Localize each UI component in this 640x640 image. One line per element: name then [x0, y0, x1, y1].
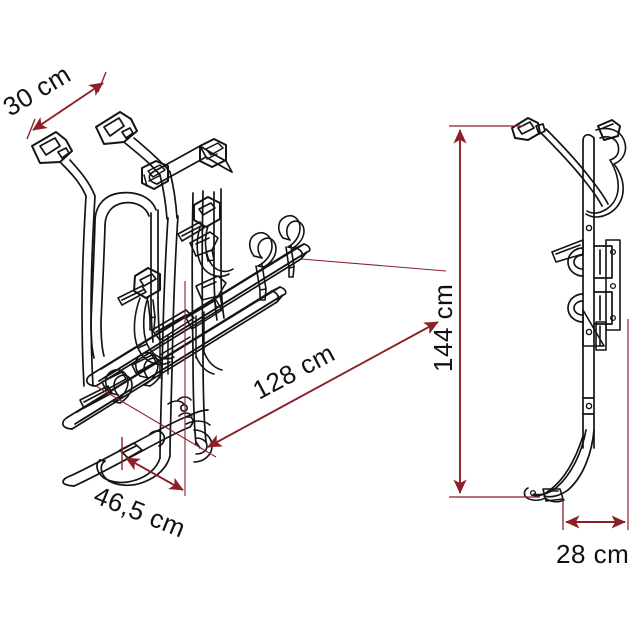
side-mount-plate	[605, 239, 621, 331]
clamp-block-b	[199, 138, 227, 168]
side-foot-pad	[523, 487, 565, 503]
dim-144cm-label: 144 cm	[428, 284, 458, 372]
dim-128cm-line	[207, 321, 439, 448]
side-view	[511, 117, 627, 503]
side-fin-bracket	[551, 239, 584, 263]
clamp-block-a	[141, 160, 169, 190]
rail-connectors	[159, 299, 223, 379]
lower-support-arm	[62, 409, 209, 487]
side-wheel-clamp-lower	[567, 291, 613, 325]
dim-128cm-witness-bottom	[95, 385, 217, 458]
wheel-strap-rail-a	[248, 231, 277, 301]
dim-30cm-line	[32, 82, 104, 131]
dim-128cm-witness-top	[300, 258, 447, 272]
lower-pivot-hinge	[167, 396, 193, 417]
strap-assembly-left	[117, 267, 175, 366]
wheel-hook-upper	[189, 231, 219, 262]
side-lower-gusset	[582, 309, 607, 351]
carrier-upright-left	[150, 209, 161, 343]
dim-28cm-label: 28 cm	[556, 539, 629, 569]
wheel-strap-rail-b	[277, 214, 305, 278]
dimension-144cm: 144 cm	[428, 125, 540, 498]
upper-mount-arm-left	[31, 131, 96, 387]
dim-465cm-line	[125, 457, 184, 491]
wheel-strap-rail-d	[131, 351, 163, 387]
side-wheel-clamp-upper	[567, 245, 613, 279]
side-mount-hook	[511, 117, 591, 181]
isometric-view	[31, 111, 311, 487]
wheel-strap-rail-c	[79, 368, 133, 409]
frame-upper-arch	[90, 191, 157, 359]
dimension-28cm: 28 cm	[556, 319, 629, 569]
side-upper-strap-cluster	[585, 119, 627, 218]
